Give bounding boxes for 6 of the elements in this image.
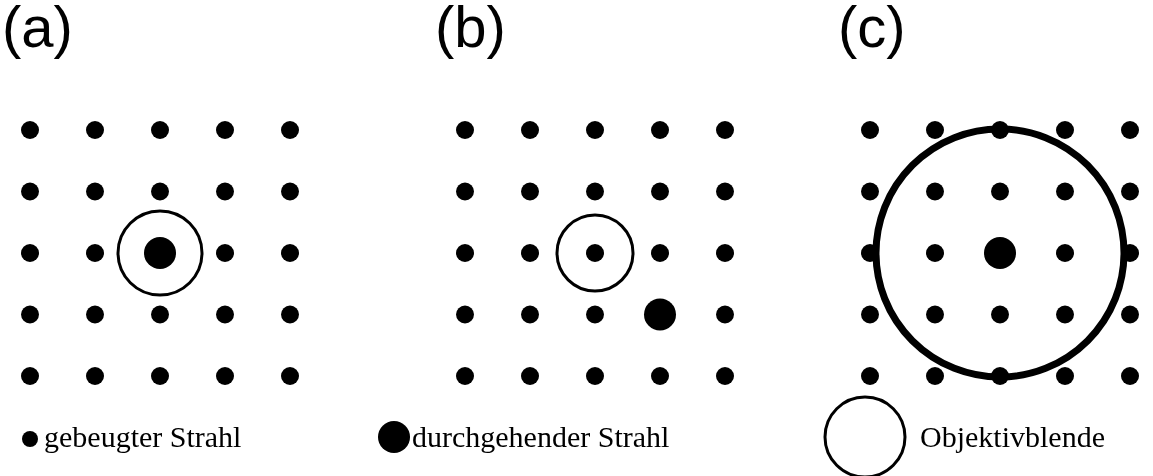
panel-label: (b)	[435, 0, 506, 61]
panel-label: (a)	[2, 0, 73, 61]
legend-label: gebeugter Strahl	[44, 420, 242, 454]
legend-label: Objektivblende	[920, 420, 1105, 454]
panel-label: (c)	[838, 0, 906, 61]
legend-label: durchgehender Strahl	[412, 420, 670, 454]
